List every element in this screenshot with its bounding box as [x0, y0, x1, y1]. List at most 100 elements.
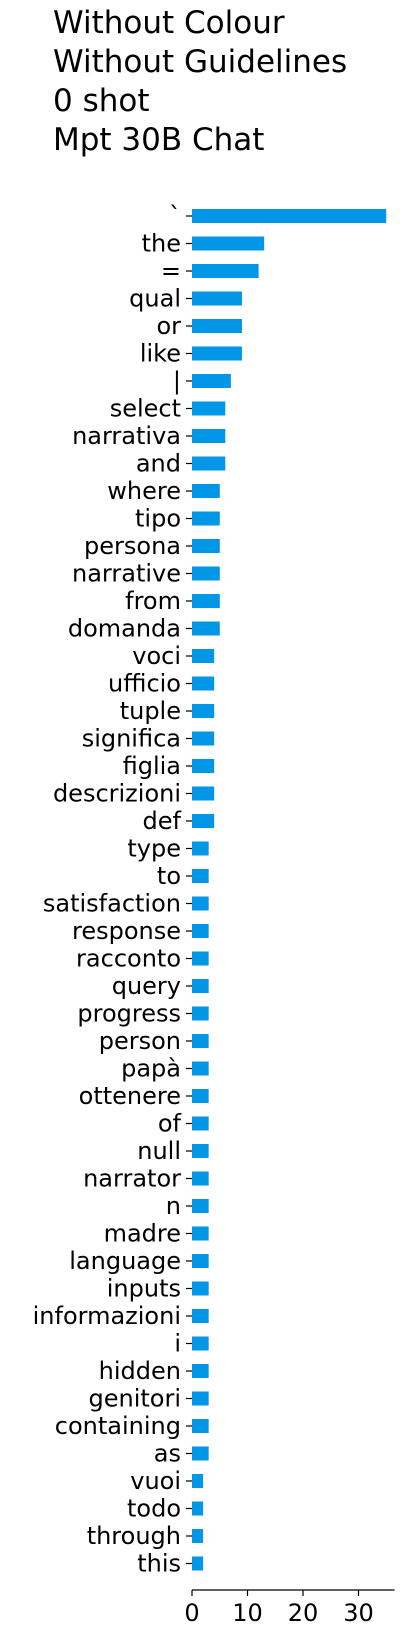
y-tick-label: figlia [123, 752, 181, 780]
bar-17 [192, 676, 215, 691]
y-tick-label: domanda [68, 615, 181, 643]
bar-28 [192, 979, 209, 993]
y-tick-label: progress [77, 1000, 181, 1028]
bar-31 [192, 1061, 209, 1076]
bar-19 [192, 731, 215, 746]
bar-1 [192, 236, 265, 251]
chart-title: Without Colour Without Guidelines 0 shot… [53, 5, 348, 158]
y-tick-label: genitori [88, 1385, 181, 1413]
y-tick-label: ufficio [108, 670, 181, 698]
bar-48 [192, 1529, 204, 1543]
y-tick-label: n [166, 1192, 181, 1220]
y-tick-label: from [125, 587, 181, 615]
y-tick-label: informazioni [33, 1302, 181, 1330]
y-tick-label: tipo [135, 505, 181, 533]
bar-21 [192, 786, 215, 801]
x-tick-label: 30 [343, 1599, 374, 1627]
bar-38 [192, 1254, 209, 1268]
bar-26 [192, 924, 209, 938]
bar-8 [192, 429, 226, 443]
bar-45 [192, 1446, 209, 1461]
bar-12 [192, 539, 220, 553]
bar-43 [192, 1391, 209, 1406]
bar-13 [192, 566, 220, 581]
bar-4 [192, 319, 242, 333]
y-tick-label: where [107, 477, 181, 505]
y-tick-label: containing [55, 1412, 181, 1440]
bar-14 [192, 594, 220, 608]
y-tick-label: racconto [76, 945, 181, 973]
bar-32 [192, 1089, 209, 1103]
y-tick-label: hidden [99, 1357, 181, 1385]
y-tick-label: inputs [107, 1275, 181, 1303]
bar-25 [192, 896, 209, 911]
y-tick-label: ` [169, 202, 181, 230]
bar-10 [192, 484, 220, 498]
bar-36 [192, 1199, 209, 1213]
bar-7 [192, 401, 226, 416]
bar-33 [192, 1116, 209, 1131]
y-tick-label: type [127, 835, 181, 863]
bar-16 [192, 649, 215, 663]
bar-49 [192, 1556, 204, 1571]
y-tick-label: narrator [83, 1165, 181, 1193]
y-tick-label: language [69, 1247, 181, 1275]
y-tick-label: voci [132, 642, 181, 670]
y-tick-label: person [99, 1027, 181, 1055]
y-tick-label: response [72, 917, 181, 945]
bar-11 [192, 511, 220, 526]
y-tick-label: todo [127, 1495, 181, 1523]
y-tick-label: null [137, 1137, 181, 1165]
y-tick-label: ottenere [79, 1082, 181, 1110]
y-tick-label: satisfaction [43, 890, 181, 918]
bar-47 [192, 1501, 204, 1516]
y-tick-label: and [136, 450, 181, 478]
bar-24 [192, 869, 209, 883]
y-tick-label: of [158, 1110, 182, 1138]
x-tick-label: 20 [288, 1599, 319, 1627]
bar-5 [192, 346, 242, 361]
y-tick-label: or [156, 312, 181, 340]
bar-44 [192, 1419, 209, 1433]
y-tick-label: narrativa [72, 422, 181, 450]
bar-0 [192, 209, 387, 223]
bar-6 [192, 374, 231, 388]
bar-22 [192, 814, 215, 828]
bar-18 [192, 704, 215, 718]
bar-29 [192, 1006, 209, 1021]
bar-42 [192, 1364, 209, 1378]
bar-30 [192, 1034, 209, 1048]
y-tick-marks [186, 215, 192, 1565]
y-tick-label: to [157, 862, 181, 890]
x-tick-label: 10 [232, 1599, 263, 1627]
y-tick-label: select [110, 395, 181, 423]
bar-2 [192, 264, 259, 278]
bars-group [192, 209, 387, 1571]
bar-27 [192, 951, 209, 966]
y-tick-label: = [161, 257, 181, 285]
bar-40 [192, 1309, 209, 1323]
y-tick-label: madre [104, 1220, 181, 1248]
y-tick-label: through [87, 1522, 181, 1550]
bar-41 [192, 1336, 209, 1351]
x-axis: 0 10 20 30 [184, 1589, 395, 1627]
bar-23 [192, 841, 209, 856]
bar-15 [192, 621, 220, 636]
y-tick-label: i [174, 1330, 181, 1358]
y-tick-label: | [173, 367, 181, 395]
y-tick-label: qual [129, 285, 181, 313]
y-tick-label: persona [84, 532, 181, 560]
x-tick-label: 0 [184, 1599, 199, 1627]
bar-34 [192, 1144, 209, 1158]
y-tick-label: narrative [72, 560, 181, 588]
y-tick-label: papà [121, 1055, 181, 1083]
bar-39 [192, 1281, 209, 1296]
y-tick-label: significa [82, 725, 181, 753]
y-tick-label: descrizioni [53, 780, 181, 808]
y-tick-label: this [137, 1550, 181, 1578]
y-tick-label: the [142, 230, 181, 258]
y-tick-label: def [143, 807, 182, 835]
y-tick-labels: `the=qualorlike|selectnarrativaandwheret… [33, 202, 182, 1578]
y-tick-label: like [140, 340, 181, 368]
